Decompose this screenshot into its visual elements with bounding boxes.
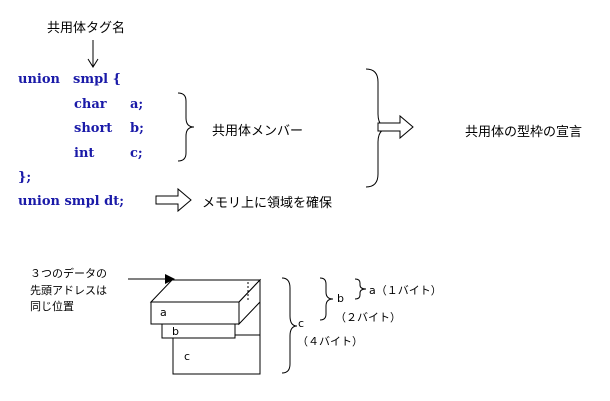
size-label-a: a（１バイト） [369, 284, 442, 297]
block-c-label: c [184, 350, 191, 363]
brace-a [354, 278, 367, 300]
size-label-c: c [298, 317, 305, 330]
code-member-a: a; [130, 97, 144, 112]
size-label-b: b [337, 292, 344, 305]
size-label-c-bytes: （４バイト） [297, 335, 363, 348]
code-tag-name: smpl { [73, 72, 121, 87]
code-close-brace: }; [18, 170, 32, 185]
members-brace [177, 92, 195, 162]
code-member-short-type: short [74, 121, 113, 136]
code-union-keyword: union [18, 72, 60, 87]
block-b-label: b [172, 325, 179, 338]
size-label-b-bytes: （２バイト） [335, 311, 401, 324]
code-member-b: b; [130, 121, 144, 136]
alloc-label: メモリ上に領域を確保 [202, 196, 333, 211]
members-label: 共用体メンバー [212, 124, 304, 139]
block-a [149, 278, 262, 326]
alloc-arrow [155, 187, 192, 213]
tag-name-arrow [87, 40, 99, 68]
brace-b [319, 277, 334, 321]
note-line-2: 先頭アドレスは [30, 284, 107, 297]
declaration-label: 共用体の型枠の宣言 [465, 125, 583, 140]
code-declaration: union smpl dt; [18, 194, 125, 209]
code-member-char-type: char [74, 97, 107, 112]
start-address-arrow [128, 274, 175, 284]
note-line-3: 同じ位置 [30, 300, 74, 313]
declaration-arrow [377, 114, 414, 140]
note-line-1: ３つのデータの [30, 267, 107, 280]
code-member-c: c; [130, 146, 143, 161]
code-member-int-type: int [74, 146, 95, 161]
tag-name-label: 共用体タグ名 [47, 21, 126, 36]
block-a-label: a [160, 306, 167, 319]
brace-c [281, 277, 298, 374]
